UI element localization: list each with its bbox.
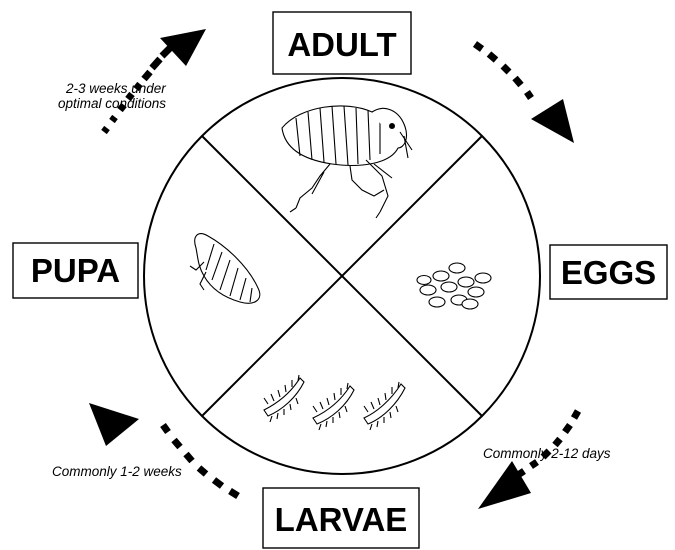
note-pupa-to-adult-line2: optimal conditions — [58, 96, 166, 111]
stage-eggs-label: EGGS — [561, 254, 656, 291]
stage-larvae-label: LARVAE — [275, 501, 408, 538]
stage-adult: ADULT — [273, 12, 411, 74]
stage-adult-label: ADULT — [287, 26, 396, 63]
note-pupa-to-adult-line1: 2-3 weeks under — [65, 81, 166, 96]
stage-larvae: LARVAE — [263, 488, 419, 548]
stage-pupa: PUPA — [13, 243, 138, 298]
arrow-adult-to-eggs — [475, 44, 574, 143]
stage-eggs: EGGS — [550, 245, 667, 299]
stage-pupa-label: PUPA — [31, 252, 120, 289]
note-eggs-to-larvae: Commonly 2-12 days — [483, 446, 611, 461]
note-larvae-to-pupa: Commonly 1-2 weeks — [52, 464, 182, 479]
